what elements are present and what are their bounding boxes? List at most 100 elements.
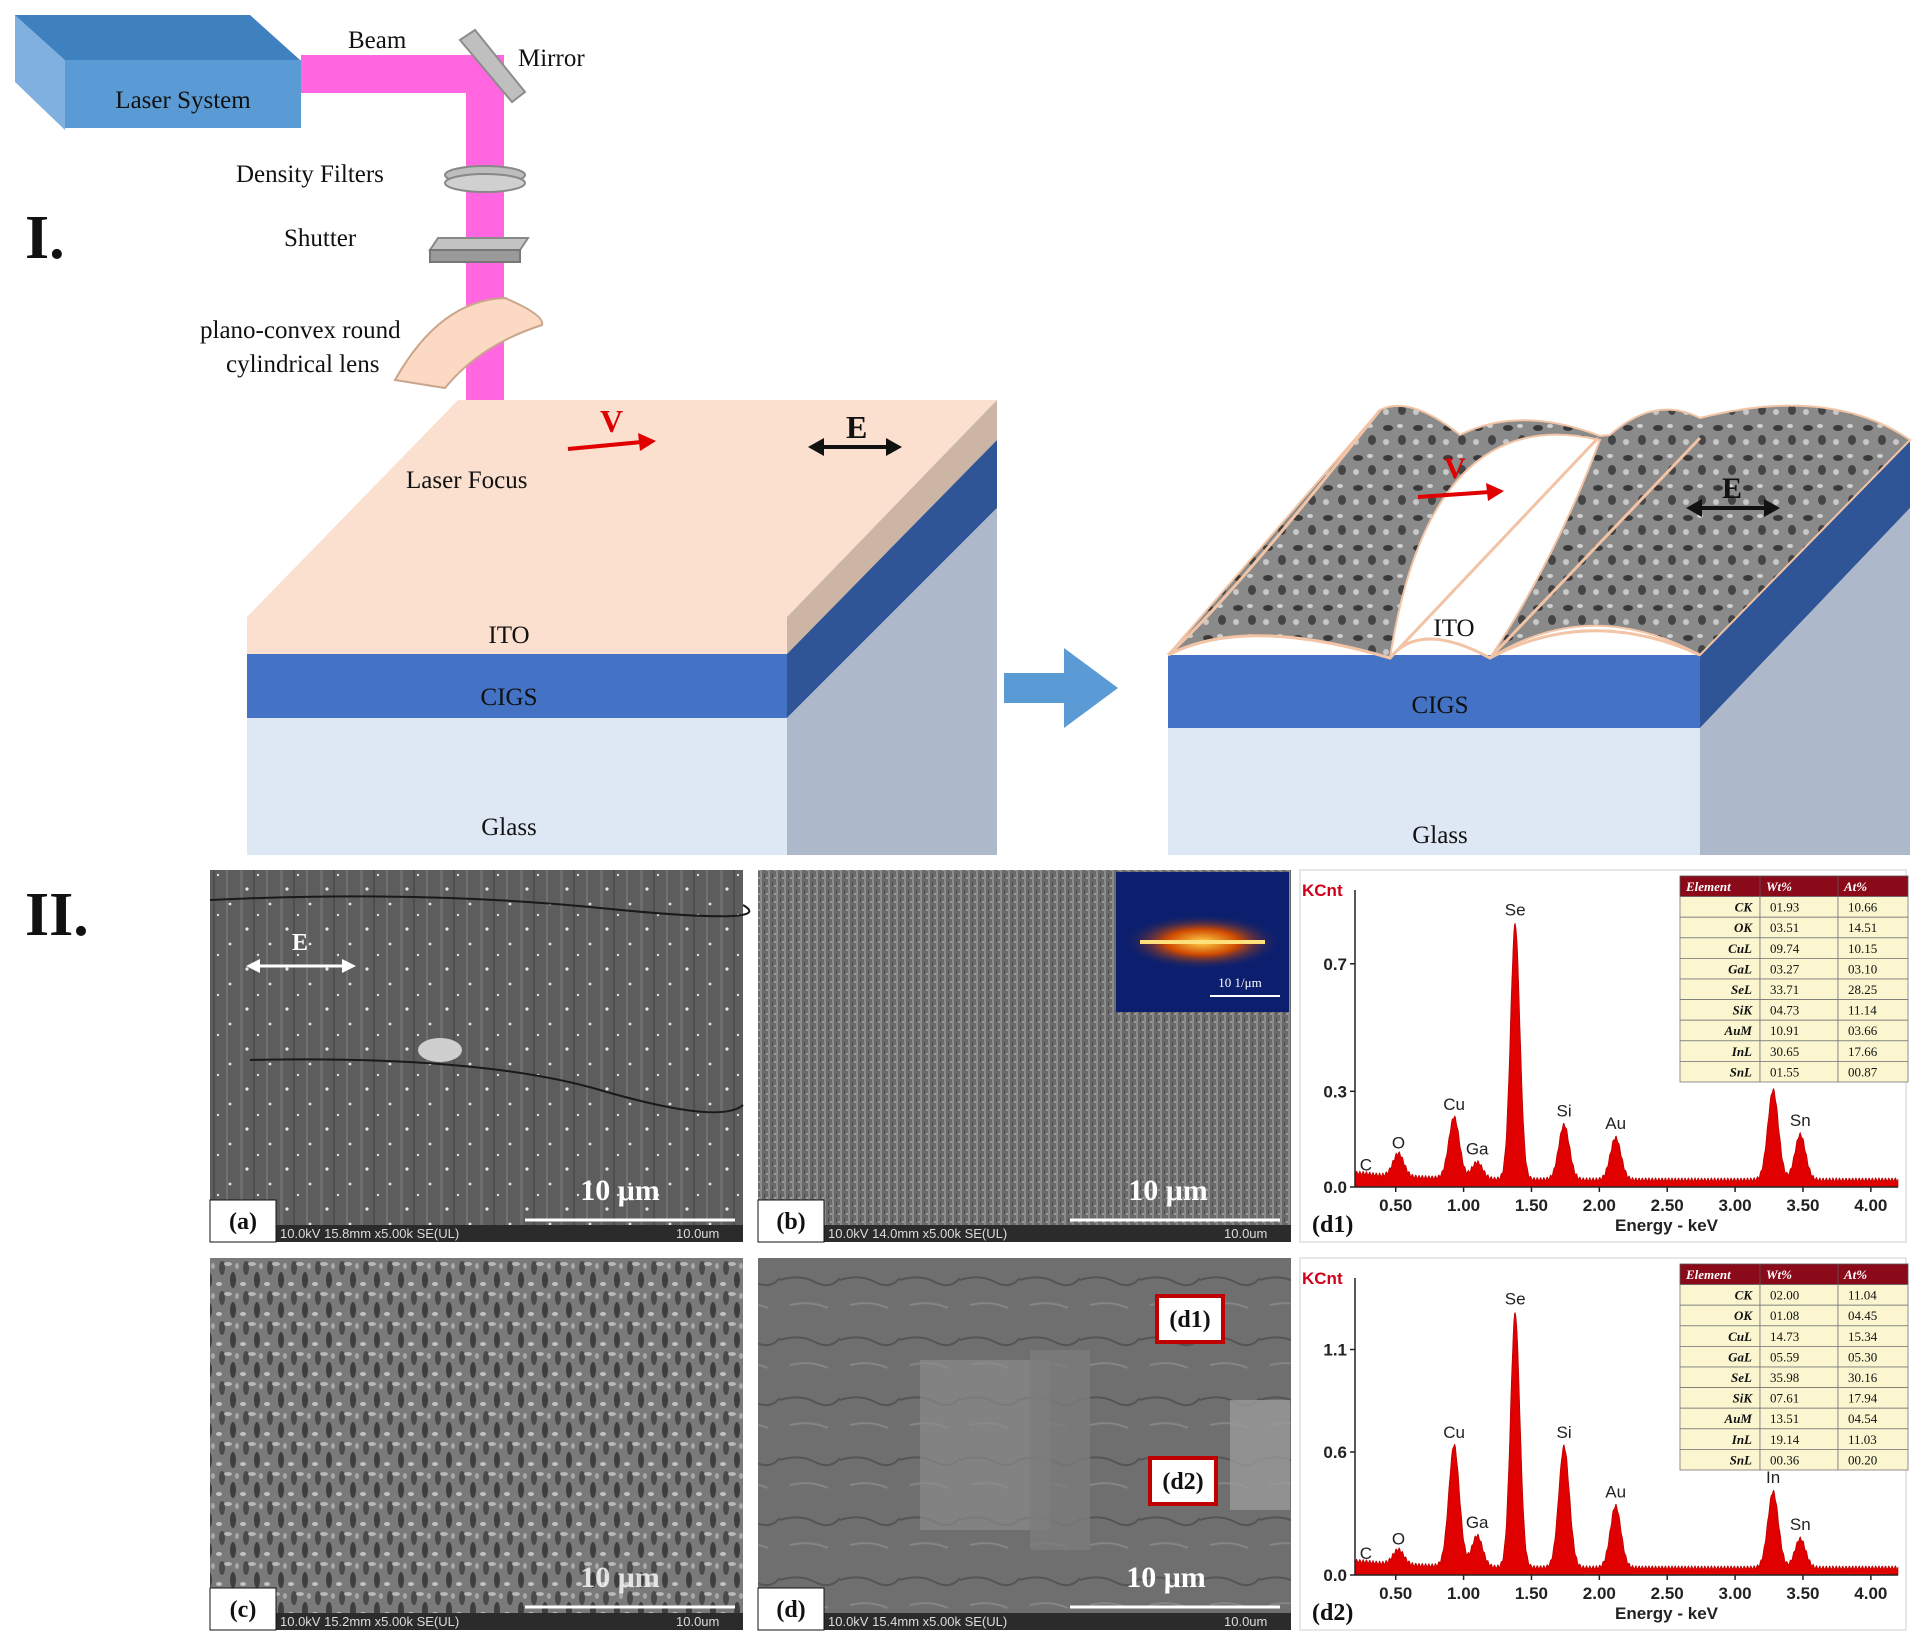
cigs-side-face <box>787 440 997 718</box>
eds-y-label: KCnt <box>1302 881 1343 900</box>
table-cell-text: 00.36 <box>1770 1452 1800 1467</box>
scan-direction-arrow <box>567 433 656 451</box>
glass-front-face <box>247 718 787 855</box>
table-cell-text: AuM <box>1724 1023 1753 1038</box>
table-cell-text: 11.14 <box>1848 1003 1877 1018</box>
panel-a-tag: (a) <box>229 1209 257 1235</box>
sample-block-initial <box>247 400 997 855</box>
table-cell-text: InL <box>1731 1432 1752 1447</box>
eds-x-tick-label: 2.50 <box>1651 1584 1684 1603</box>
eds-x-label: Energy - keV <box>1615 1216 1719 1235</box>
table-cell-text: CuL <box>1728 941 1752 956</box>
table-cell-text: 19.14 <box>1770 1432 1800 1447</box>
eds-x-tick-label: 3.50 <box>1786 1584 1819 1603</box>
table-cell-text: 03.66 <box>1848 1023 1878 1038</box>
lens-label-line2: cylindrical lens <box>226 351 379 378</box>
table-header-text: Wt% <box>1766 879 1792 894</box>
eds-peak-label: Ga <box>1466 1513 1489 1532</box>
eds-x-tick-label: 1.50 <box>1515 1196 1548 1215</box>
section-label-one: I. <box>25 204 65 272</box>
panel-c-footer-left: 10.0kV 15.2mm x5.00k SE(UL) <box>280 1614 459 1629</box>
table-cell-text: AuM <box>1724 1411 1753 1426</box>
region-d2-label: (d2) <box>1162 1469 1203 1495</box>
table-header-text: Element <box>1685 1267 1731 1282</box>
table-cell-text: 17.66 <box>1848 1044 1878 1059</box>
table-cell-text: GaL <box>1728 1349 1752 1364</box>
ito-label-right: ITO <box>1433 615 1474 642</box>
eds-peak-label: O <box>1392 1530 1405 1549</box>
table-cell-text: 04.73 <box>1770 1003 1799 1018</box>
v-label-right: V <box>1444 452 1466 485</box>
shutter-label: Shutter <box>284 225 357 252</box>
table-cell-text: 01.55 <box>1770 1064 1799 1079</box>
eds-x-tick-label: 0.50 <box>1379 1584 1412 1603</box>
eds-x-tick-label: 0.50 <box>1379 1196 1412 1215</box>
table-cell-text: 04.54 <box>1848 1411 1878 1426</box>
eds-peak-label: C <box>1360 1156 1372 1175</box>
sem-panel-a: E 10 μm 10.0kV 15.8mm x5.00k SE(UL) 10.0… <box>209 870 751 1243</box>
eds-y-tick-label: 0.6 <box>1323 1443 1347 1462</box>
table-cell-text: 04.45 <box>1848 1308 1877 1323</box>
sem-panel-d: (d1) (d2) 10 μm 10.0kV 15.4mm x5.00k SE(… <box>757 1258 1291 1631</box>
table-cell-text: SnL <box>1730 1064 1752 1079</box>
eds-peak-label: Cu <box>1443 1423 1465 1442</box>
cigs-side-face-right <box>1700 440 1910 728</box>
eds-y-tick-label: 1.1 <box>1323 1341 1347 1360</box>
e-label-right: E <box>1722 472 1742 505</box>
density-filters <box>444 165 526 193</box>
table-cell <box>1837 1061 1909 1083</box>
mirror <box>458 28 527 104</box>
table-cell-text: 01.08 <box>1770 1308 1799 1323</box>
eds-y-tick-label: 0.3 <box>1323 1082 1347 1101</box>
eds-x-tick-label: 3.00 <box>1719 1196 1752 1215</box>
table-cell-text: InL <box>1731 1044 1752 1059</box>
eds-y-tick-label: 0.7 <box>1323 955 1347 974</box>
table-header-text: Element <box>1685 879 1731 894</box>
cigs-front-face-right <box>1168 655 1700 728</box>
table-cell <box>1837 1449 1909 1471</box>
eds-peak-label: Se <box>1505 1290 1526 1309</box>
table-cell-text: 03.51 <box>1770 920 1799 935</box>
cigs-label: CIGS <box>481 684 538 711</box>
table-cell-text: 33.71 <box>1770 982 1799 997</box>
table-cell-text: CK <box>1735 1288 1754 1303</box>
table-cell-text: 35.98 <box>1770 1370 1799 1385</box>
glass-label: Glass <box>481 814 537 841</box>
table-cell-text: 14.51 <box>1848 920 1877 935</box>
eds-x-tick-label: 3.00 <box>1719 1584 1752 1603</box>
ito-side-face <box>787 400 997 654</box>
eds-peak-label: Au <box>1605 1114 1626 1133</box>
eds-peak-label: Ga <box>1466 1140 1489 1159</box>
panel-c-tag: (c) <box>230 1597 257 1623</box>
table-cell-text: 01.93 <box>1770 900 1799 915</box>
region-box-d2 <box>1148 1456 1218 1506</box>
panel-d-tag: (d) <box>776 1597 805 1623</box>
panel-d-footer-right: 10.0um <box>1224 1614 1267 1629</box>
sem-panel-c: 10 μm 10.0kV 15.2mm x5.00k SE(UL) 10.0um… <box>209 1258 743 1631</box>
eds-peak-label: Cu <box>1443 1095 1465 1114</box>
eds-peak-label: Si <box>1556 1101 1571 1120</box>
panel-d-footer-left: 10.0kV 15.4mm x5.00k SE(UL) <box>828 1614 1007 1629</box>
table-cell-text: 30.16 <box>1848 1370 1878 1385</box>
fft-inset-scale: 10 1/μm <box>1218 975 1261 990</box>
eds-x-tick-label: 4.00 <box>1854 1196 1887 1215</box>
table-cell-text: 17.94 <box>1848 1391 1878 1406</box>
eds-peak-label: O <box>1392 1133 1405 1152</box>
scan-direction-arrow-right <box>1417 483 1504 501</box>
panel-b-footer-left: 10.0kV 14.0mm x5.00k SE(UL) <box>828 1226 1007 1241</box>
region-box-d1 <box>1155 1294 1225 1344</box>
eds-peak-label: In <box>1766 1468 1780 1487</box>
cylindrical-lens <box>393 296 544 390</box>
table-cell-text: 00.87 <box>1848 1064 1878 1079</box>
table-cell-text: SiK <box>1732 1391 1753 1406</box>
glass-side-face-right <box>1700 508 1910 855</box>
laser-system-box: Laser System <box>15 15 301 130</box>
eds-x-tick-label: 1.50 <box>1515 1584 1548 1603</box>
panel-a-e-marker: E <box>292 930 308 956</box>
table-cell-text: 03.27 <box>1770 961 1800 976</box>
table-cell-text: 13.51 <box>1770 1411 1799 1426</box>
eds-x-tick-label: 2.00 <box>1583 1584 1616 1603</box>
